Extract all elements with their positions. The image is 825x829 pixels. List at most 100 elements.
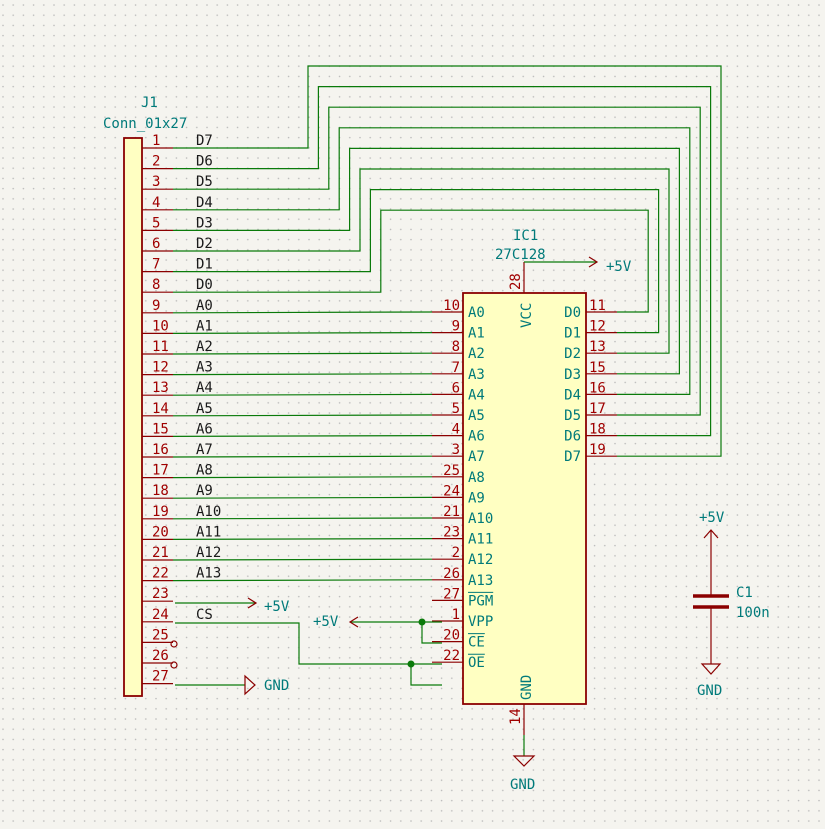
j1-net-label: A6 xyxy=(196,421,213,437)
j1-pin-number: 6 xyxy=(152,236,160,252)
j1-net-label: D4 xyxy=(196,195,213,211)
ic1-pin-number: 22 xyxy=(443,648,460,664)
j1-net-label: A11 xyxy=(196,524,221,540)
j1-pin-number: 25 xyxy=(152,627,169,643)
address-wire xyxy=(172,352,433,355)
address-wire xyxy=(172,414,433,417)
cs-net xyxy=(175,622,442,686)
ic1-pin-name: D2 xyxy=(564,346,581,362)
ic1-ref-label: IC1 xyxy=(513,228,538,244)
ic1-pin-number: 4 xyxy=(452,422,460,438)
ic1-pin-number: 5 xyxy=(452,401,460,417)
ic1-vcc-pin-name: VCC xyxy=(519,303,535,328)
data-wire xyxy=(173,189,660,334)
ic1-pin-number: 3 xyxy=(452,442,460,458)
j1-net-label: A9 xyxy=(196,483,213,499)
j1-pin-number: 9 xyxy=(152,298,160,314)
j1-pin-number: 11 xyxy=(152,339,169,355)
j1-pin23-power: +5V xyxy=(175,597,290,615)
j1-body xyxy=(123,137,143,697)
address-wire xyxy=(172,455,433,458)
address-wire xyxy=(172,476,433,479)
ic1-pin-name: OE xyxy=(468,655,485,671)
j1-pin-number: 15 xyxy=(152,421,169,437)
j1-net-label: A1 xyxy=(196,318,213,334)
j1-net-label: D6 xyxy=(196,154,213,170)
ic-gnd-power: GND xyxy=(510,735,536,793)
address-wire xyxy=(172,332,433,334)
j1-net-label: A12 xyxy=(196,545,221,561)
data-wire xyxy=(173,65,722,457)
ic1-pin-name: A3 xyxy=(468,367,485,383)
ic1-pin-name: A11 xyxy=(468,532,493,548)
ic1-pin-number: 1 xyxy=(452,607,460,623)
ic1-pin-number: 13 xyxy=(589,339,606,355)
ic1-pin-number: 8 xyxy=(452,339,460,355)
j1-net-label: A5 xyxy=(196,401,213,417)
ic1-pin-name: A1 xyxy=(468,326,485,342)
j1-net-label: A8 xyxy=(196,463,213,479)
ic1-pin-name: PGM xyxy=(468,593,493,609)
j1-ref-label: J1 xyxy=(141,95,158,111)
ic1-gnd-pin-name: GND xyxy=(519,675,535,700)
data-wire xyxy=(173,85,712,437)
pgm-vpp-net: +5V xyxy=(313,614,442,644)
c1-top-power-label: +5V xyxy=(699,510,725,526)
address-bus-wires xyxy=(172,311,433,582)
ic1-pin-name: A0 xyxy=(468,305,485,321)
j1-pin-number: 21 xyxy=(152,545,169,561)
address-wire xyxy=(172,393,433,396)
ic1-pin-number: 11 xyxy=(589,298,606,314)
j1-pin-number: 18 xyxy=(152,483,169,499)
j1-pin-number: 20 xyxy=(152,524,169,540)
ic1-pin-number: 15 xyxy=(589,360,606,376)
no-connect-markers xyxy=(170,640,178,669)
ic1-pin-name: D4 xyxy=(564,387,581,403)
ic1-pin-number: 23 xyxy=(443,525,460,541)
j1-pin-number: 24 xyxy=(152,607,169,623)
j1-pin-number: 4 xyxy=(152,195,160,211)
j1-pin-number: 27 xyxy=(152,669,169,685)
ic1-pin-number: 10 xyxy=(443,298,460,314)
j1-pin-number: 1 xyxy=(152,133,160,149)
ic1-pin-name: A6 xyxy=(468,429,485,445)
cs-junction xyxy=(407,660,415,668)
j1-pin-number: 2 xyxy=(152,154,160,170)
pgm-junction xyxy=(418,618,426,626)
address-wire xyxy=(172,579,433,582)
j1-pin23-power-label: +5V xyxy=(264,599,290,615)
j1-pin-number: 10 xyxy=(152,318,169,334)
j1-pin-number: 17 xyxy=(152,463,169,479)
ic1-pin-number: 19 xyxy=(589,442,606,458)
ic1-pin-name: D7 xyxy=(564,449,581,465)
ic1-pin-name: A4 xyxy=(468,387,485,403)
ic1-pin-name: CE xyxy=(468,635,485,651)
data-wire xyxy=(173,209,649,313)
ic1-pin-number: 17 xyxy=(589,401,606,417)
data-wire xyxy=(173,147,681,375)
capacitor-c1[interactable]: +5V C1 100n GND xyxy=(693,510,770,699)
ic-vcc-power-label: +5V xyxy=(606,259,632,275)
j1-net-label: CS xyxy=(196,607,213,623)
ic1-pin-number: 16 xyxy=(589,380,606,396)
ic1-pin-number: 9 xyxy=(452,319,460,335)
j1-net-label: D1 xyxy=(196,257,213,273)
j1-pin27-gnd-label: GND xyxy=(264,678,289,694)
data-bus-wires xyxy=(173,65,722,457)
address-wire xyxy=(172,496,433,499)
ic1-body xyxy=(462,292,587,705)
ic1-gnd-pin-number: 14 xyxy=(508,708,524,725)
j1-pin-number: 14 xyxy=(152,401,169,417)
j1-pin-number: 8 xyxy=(152,277,160,293)
pgm-power-label: +5V xyxy=(313,614,339,630)
address-wire xyxy=(172,517,433,520)
ic1-pin-number: 12 xyxy=(589,319,606,335)
ic1-pin-name: D5 xyxy=(564,408,581,424)
c1-gnd-label: GND xyxy=(697,683,722,699)
j1-net-label: A2 xyxy=(196,339,213,355)
data-wire xyxy=(173,127,691,395)
ic1-pin-name: A5 xyxy=(468,408,485,424)
